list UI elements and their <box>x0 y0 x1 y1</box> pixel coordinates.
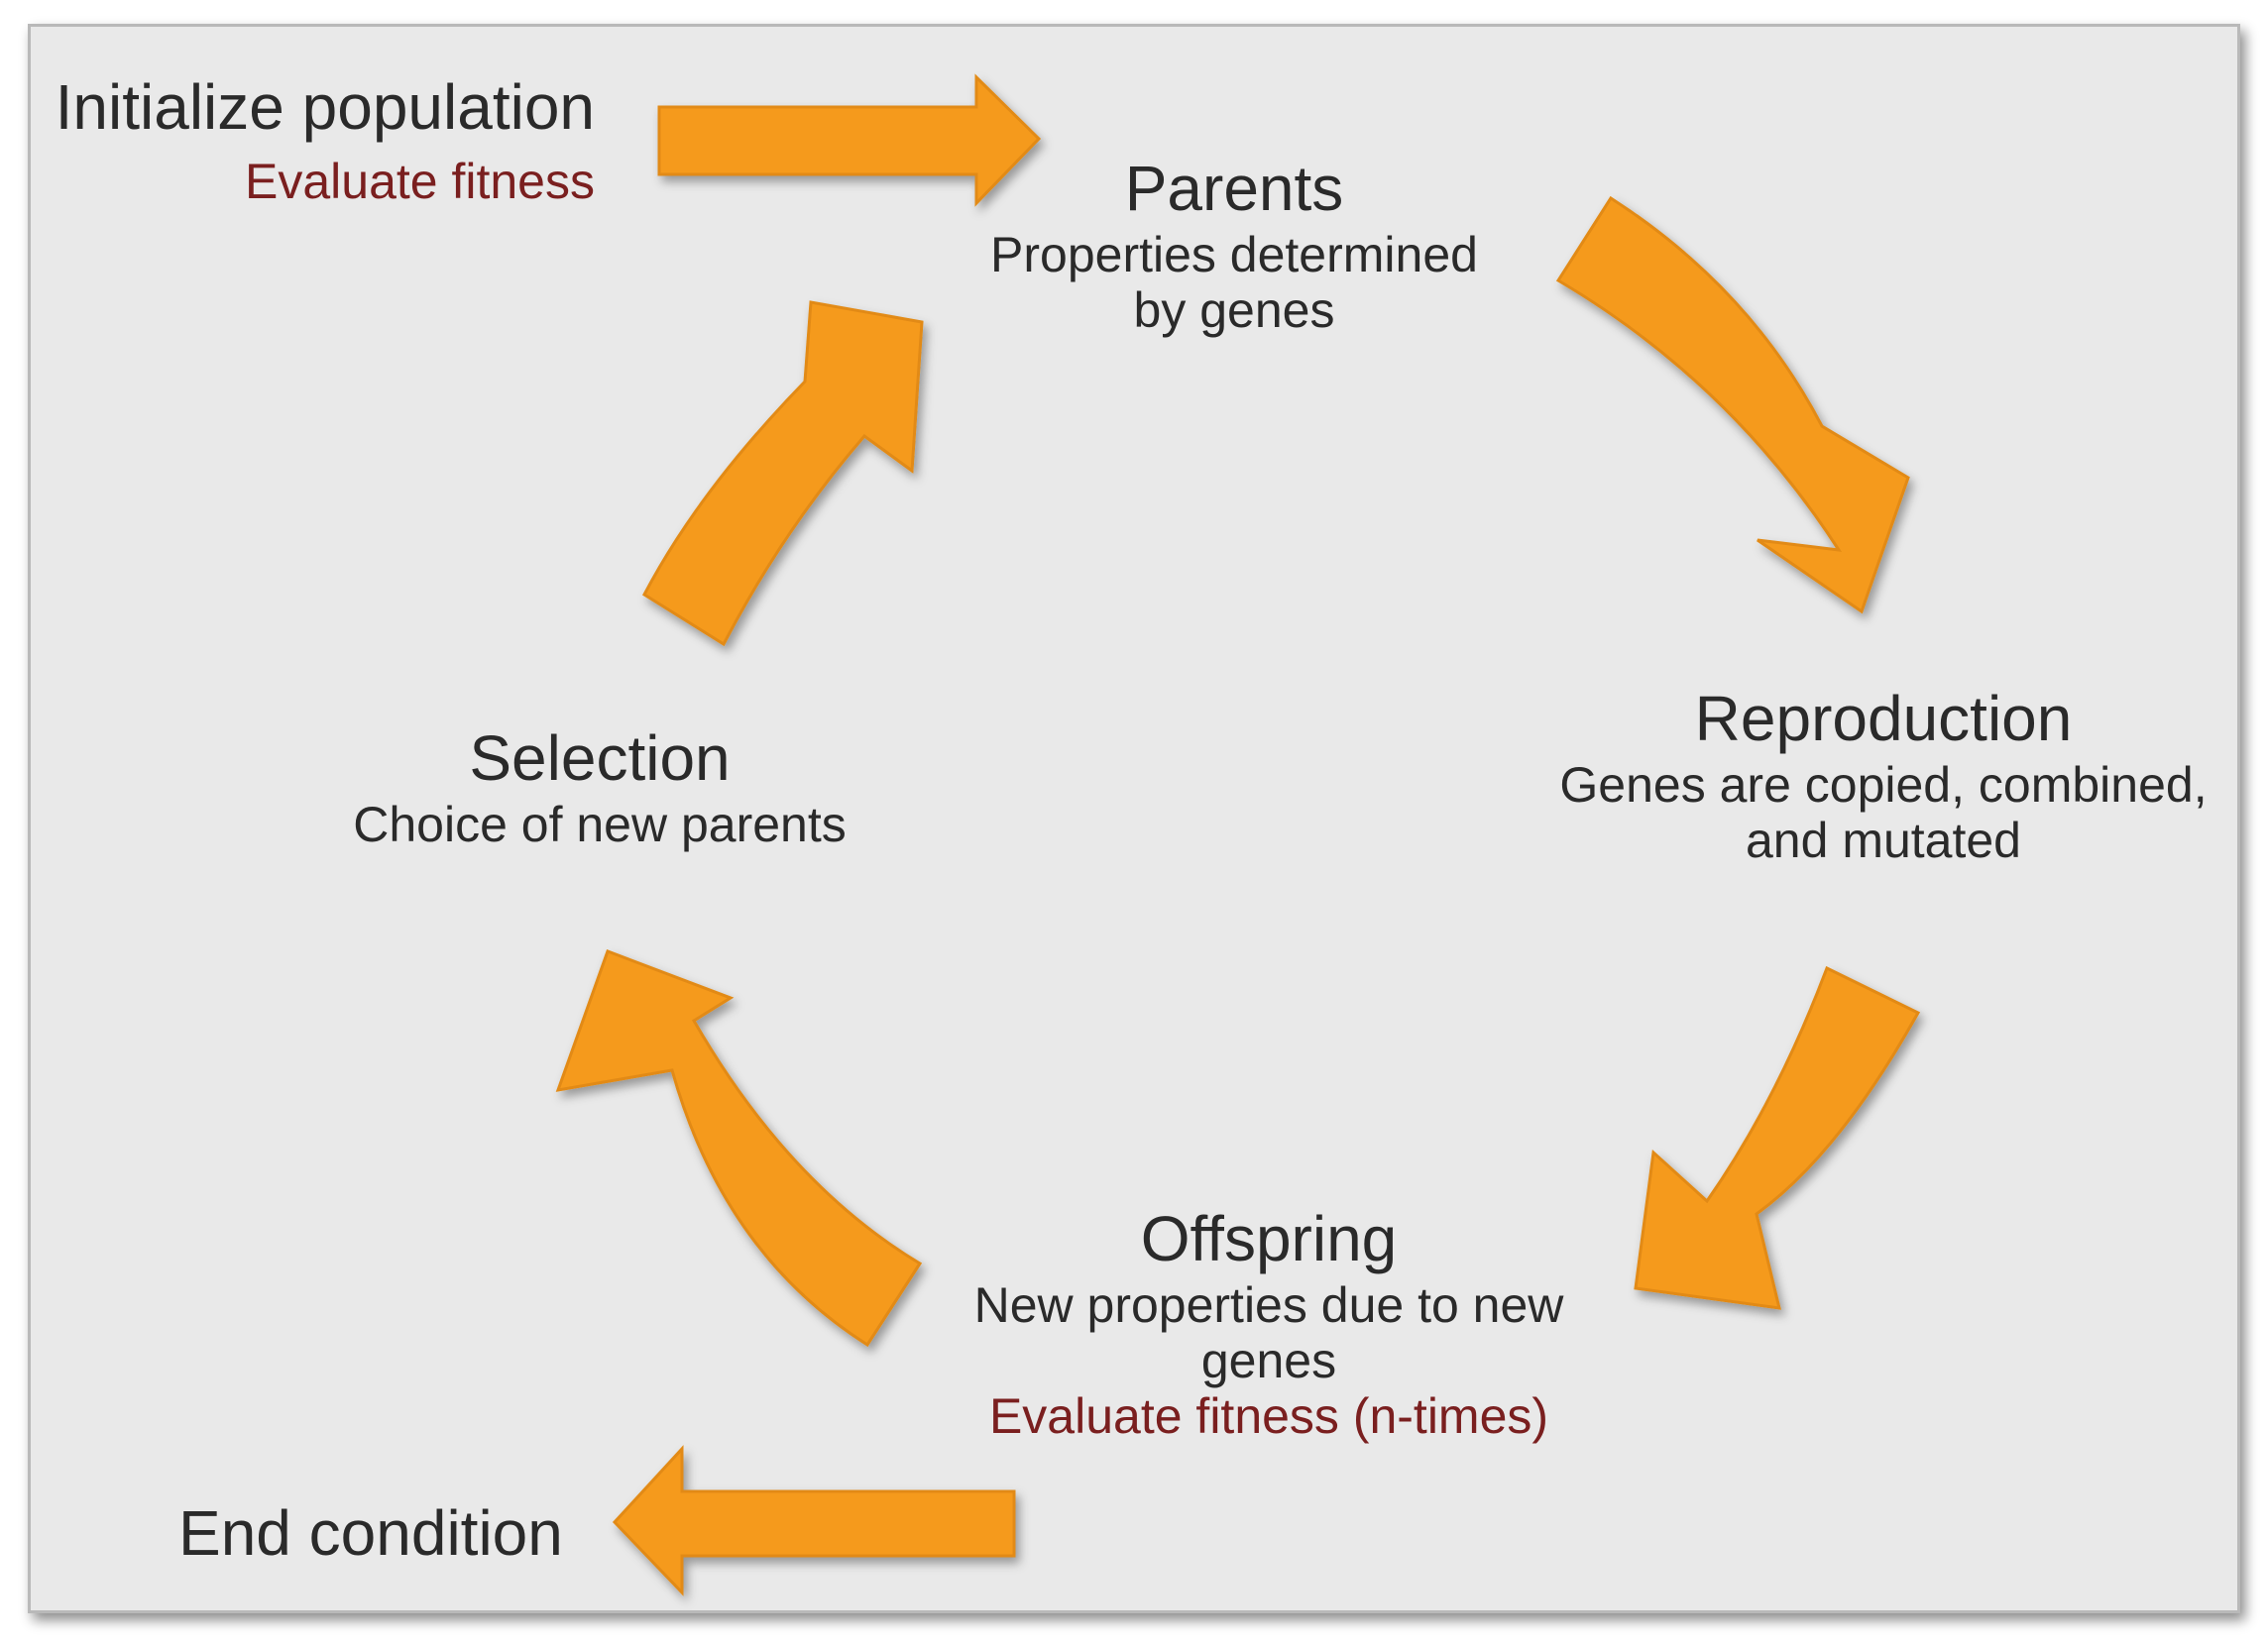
parents-line2: by genes <box>1133 281 1335 338</box>
arrow-init-to-parents <box>657 73 1042 207</box>
arrow-to-end-condition <box>612 1445 1016 1596</box>
parents-title: Parents <box>1124 153 1344 224</box>
arrow-offspring-to-selection <box>555 949 923 1348</box>
parents-block: Parents Properties determined by genes <box>897 153 1571 338</box>
selection-block: Selection Choice of new parents <box>297 722 902 852</box>
offspring-line2: genes <box>1200 1332 1337 1388</box>
reproduction-line2: and mutated <box>1746 812 2021 868</box>
parents-line1: Properties determined <box>990 226 1478 282</box>
reproduction-line1: Genes are copied, combined, <box>1559 756 2208 813</box>
init-note: Evaluate fitness <box>245 154 595 209</box>
offspring-title: Offspring <box>1140 1203 1398 1274</box>
offspring-line1: New properties due to new <box>973 1276 1564 1333</box>
offspring-block: Offspring New properties due to new gene… <box>922 1203 1616 1444</box>
arrow-reproduction-to-offspring <box>1634 965 1921 1310</box>
reproduction-title: Reproduction <box>1694 683 2073 754</box>
selection-line1: Choice of new parents <box>353 796 847 852</box>
arrow-selection-to-parents <box>642 300 924 647</box>
reproduction-block: Reproduction Genes are copied, combined,… <box>1527 683 2240 868</box>
selection-title: Selection <box>469 722 731 794</box>
init-title: Initialize population <box>55 71 595 143</box>
end-title: End condition <box>178 1497 563 1569</box>
diagram-panel <box>28 24 2240 1613</box>
arrow-parents-to-reproduction <box>1555 195 1910 614</box>
offspring-note: Evaluate fitness (n-times) <box>988 1387 1549 1444</box>
